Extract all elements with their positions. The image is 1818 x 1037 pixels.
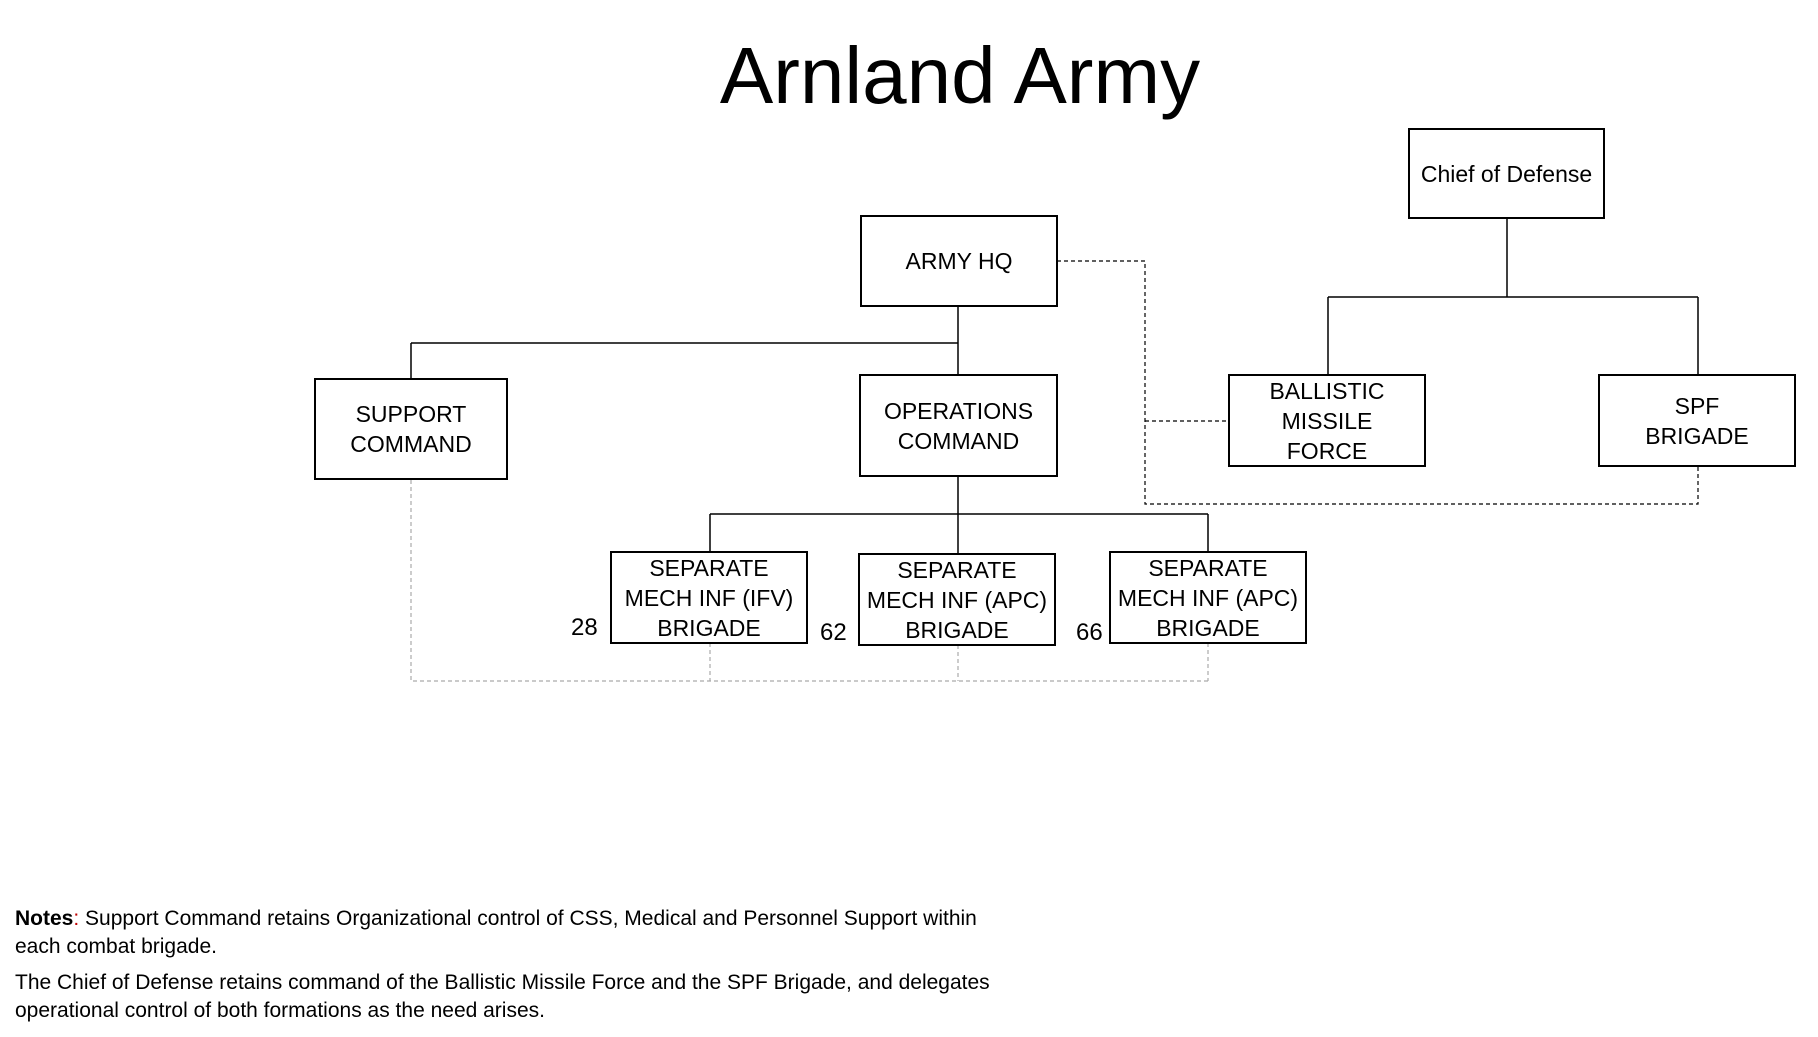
spf-brigade-box: SPF BRIGADE	[1598, 374, 1796, 467]
chief-of-defense-label: Chief of Defense	[1420, 160, 1593, 187]
chief-of-defense-box: Chief of Defense	[1408, 128, 1605, 219]
spf-brigade-label: SPF BRIGADE	[1645, 392, 1749, 449]
support-to-brigades-line	[410, 480, 1208, 682]
brigade-28-box: SEPARATE MECH INF (IFV) BRIGADE	[610, 551, 808, 644]
page-title: Arnland Army	[719, 31, 1201, 120]
opcon-hq-spf-line	[1057, 260, 1699, 505]
army-hq-label: ARMY HQ	[905, 248, 1013, 274]
brigade-28-number: 28	[571, 614, 598, 641]
ballistic-missile-force-label: BALLISTIC MISSILE FORCE	[1269, 377, 1385, 464]
brigade-66-label: SEPARATE MECH INF (APC) BRIGADE	[1117, 554, 1299, 641]
notes-line-1: Support Command retains Organizational c…	[15, 907, 977, 958]
notes-paragraph-2: The Chief of Defense retains command of …	[15, 969, 1015, 1025]
brigade-62-number: 62	[820, 619, 847, 646]
operations-command-box: OPERATIONS COMMAND	[859, 374, 1058, 477]
brigade-62-label: SEPARATE MECH INF (APC) BRIGADE	[866, 556, 1048, 643]
notes-line-2: The Chief of Defense retains command of …	[15, 971, 990, 1022]
brigade-66-number: 66	[1076, 619, 1103, 646]
notes-label: Notes	[15, 907, 74, 930]
operations-command-label: OPERATIONS COMMAND	[883, 397, 1034, 454]
support-command-box: SUPPORT COMMAND	[314, 378, 508, 480]
army-hq-box: ARMY HQ	[860, 215, 1058, 307]
support-command-label: SUPPORT COMMAND	[350, 401, 472, 457]
ballistic-missile-force-box: BALLISTIC MISSILE FORCE	[1228, 374, 1426, 467]
brigade-62-box: SEPARATE MECH INF (APC) BRIGADE	[858, 553, 1056, 646]
brigade-28-label: SEPARATE MECH INF (IFV) BRIGADE	[624, 554, 794, 641]
notes-paragraph-1: Notes: Support Command retains Organizat…	[15, 905, 1015, 961]
brigade-66-box: SEPARATE MECH INF (APC) BRIGADE	[1109, 551, 1307, 644]
notes-colon: :	[73, 907, 80, 930]
